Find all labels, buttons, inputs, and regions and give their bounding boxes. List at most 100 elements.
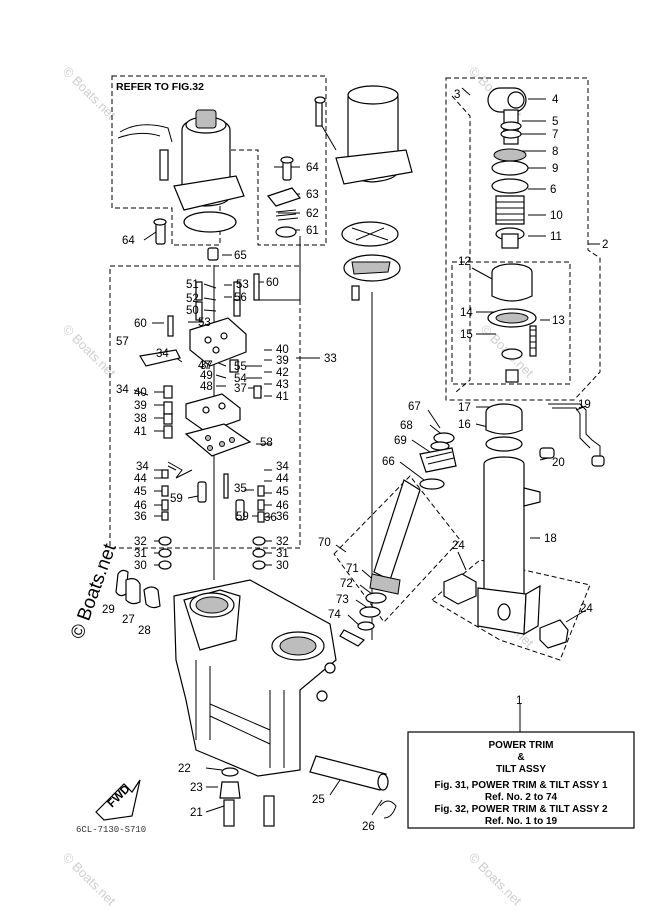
callout: 68 (400, 420, 413, 432)
callout: 1 (516, 695, 522, 707)
callout: 29 (102, 604, 115, 616)
callout: 36 (276, 511, 289, 523)
callout: 15 (460, 329, 473, 341)
callout: 27 (122, 614, 135, 626)
caption-line-4: Fig. 31, POWER TRIM & TILT ASSY 1 (434, 780, 608, 791)
fwd-marker: FWD (95, 779, 141, 821)
callout: 24 (452, 540, 465, 552)
motor-assembly (314, 85, 413, 301)
callout: 61 (306, 225, 319, 237)
callout: 20 (552, 457, 565, 469)
callout: 36 (134, 511, 147, 523)
callout: 30 (276, 560, 289, 572)
callout: 43 (276, 379, 289, 391)
callout: 5 (552, 116, 558, 128)
callout: 54 (234, 373, 247, 385)
stern-bracket (115, 569, 337, 777)
piston-sub-box (451, 261, 571, 385)
callout: 60 (266, 277, 279, 289)
watermark: © Boats.net (60, 850, 119, 909)
valve-plate-58 (184, 423, 252, 457)
callout: 57 (116, 336, 129, 348)
callout: 62 (306, 208, 319, 220)
callout: 6 (550, 184, 556, 196)
callout: 31 (134, 548, 147, 560)
callout: 10 (550, 210, 563, 222)
motor-fig32 (117, 109, 245, 233)
callout: 71 (346, 563, 359, 575)
callout: 69 (394, 435, 407, 447)
callout: 34 (276, 461, 289, 473)
callout: 39 (134, 400, 147, 412)
callout: 3 (454, 89, 460, 101)
caption-line-2: & (517, 752, 524, 763)
callout: 41 (276, 391, 289, 403)
ram-group-box-inner (451, 95, 471, 393)
callout: 40 (134, 387, 147, 399)
callout: 73 (336, 594, 349, 606)
valve-body-mid (163, 359, 262, 439)
cylinder-group-box (431, 559, 591, 661)
callout: 55 (234, 361, 247, 373)
callout-layer: 1 2 3 4 5 6 7 8 9 10 11 12 13 14 15 16 1… (102, 89, 608, 833)
callout: 47 (198, 360, 211, 372)
watermark: © Boats.net (466, 850, 525, 909)
callout: 45 (134, 486, 147, 498)
callout: 64 (122, 235, 135, 247)
callout: 17 (458, 402, 471, 414)
callout: 34 (116, 384, 129, 396)
callout: 49 (200, 370, 213, 382)
callout: 14 (460, 307, 473, 319)
callout: 11 (550, 231, 562, 243)
callout: 9 (552, 163, 558, 175)
callout: 35 (234, 483, 247, 495)
callout: 60 (134, 318, 147, 330)
callout: 24 (580, 603, 593, 615)
caption-line-3: TILT ASSY (496, 764, 546, 775)
callout: 21 (190, 807, 203, 819)
callout: 40 (276, 344, 289, 356)
callout: 52 (186, 293, 199, 305)
callout: 53 (198, 317, 211, 329)
caption-line-7: Ref. No. 1 to 19 (485, 816, 558, 827)
callout: 36 (264, 512, 277, 524)
callout: 37 (200, 360, 213, 372)
callout: 16 (458, 419, 471, 431)
valve-lower-parts (158, 461, 266, 570)
callout: 33 (324, 353, 337, 365)
callout: 13 (552, 315, 565, 327)
callout: 25 (312, 794, 325, 806)
lower-parts (219, 755, 397, 827)
callout: 48 (200, 381, 213, 393)
callout: 34 (156, 348, 169, 360)
callout: 46 (276, 500, 289, 512)
callout: 41 (134, 426, 147, 438)
callout: 74 (328, 609, 341, 621)
callout: 50 (186, 305, 199, 317)
callout: 19 (578, 399, 591, 411)
callout: 72 (340, 578, 353, 590)
refer-label: REFER TO FIG.32 (116, 81, 204, 93)
piston-assembly (487, 263, 537, 383)
callout: 63 (306, 189, 319, 201)
callout: 59 (236, 511, 249, 523)
callout: 70 (318, 537, 331, 549)
callout: 34 (136, 461, 149, 473)
callout: 42 (276, 367, 289, 379)
callout: 28 (138, 625, 151, 637)
callout: 12 (458, 256, 471, 268)
callout: 8 (552, 146, 558, 158)
callout: 64 (306, 162, 319, 174)
cylinder-assembly (443, 403, 605, 649)
callout: 7 (552, 129, 558, 141)
callout: 44 (276, 473, 289, 485)
brand-text: © Boats.net (67, 540, 121, 641)
callout: 51 (186, 279, 199, 291)
callout: 39 (276, 355, 289, 367)
caption-line-5: Ref. No. 2 to 74 (485, 792, 558, 803)
callout: 4 (552, 94, 559, 106)
callout: 45 (276, 486, 289, 498)
callout: 18 (544, 533, 557, 545)
callout: 26 (362, 821, 375, 833)
